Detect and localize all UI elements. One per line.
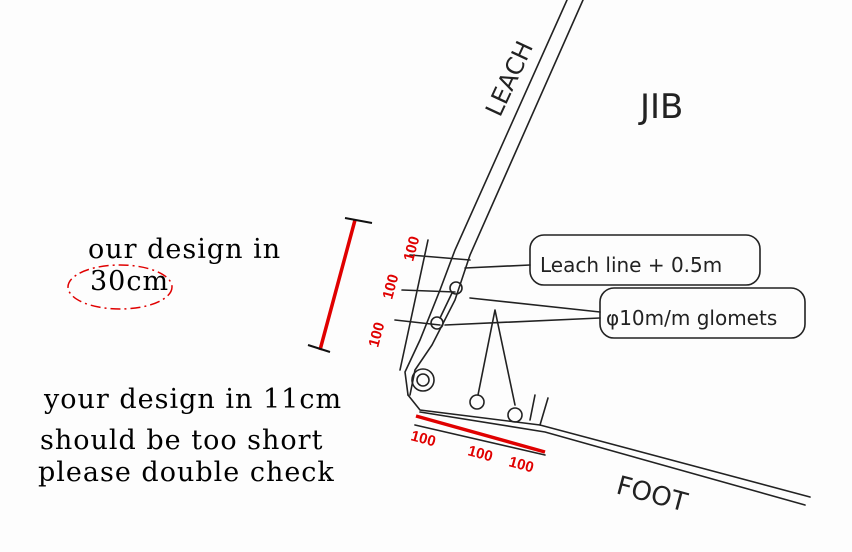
foot-dimension-line <box>414 424 546 456</box>
our-design-value: 30cm <box>90 266 170 297</box>
red-dimension-label: 100 <box>466 442 495 465</box>
jib-label: JIB <box>638 87 683 127</box>
grommets-callout <box>599 287 806 339</box>
red-dimension-label: 100 <box>507 453 536 476</box>
foot-label: FOOT <box>613 471 690 519</box>
leech-edge-inner <box>404 0 568 396</box>
red-dimension-label: 100 <box>409 427 438 450</box>
foot-edge <box>407 394 811 498</box>
leech-edge <box>409 0 584 396</box>
foot-edge-inner <box>419 411 806 506</box>
your-design-text: your design in 11cm <box>44 384 343 415</box>
red-dimension-label: 100 <box>365 320 388 349</box>
highlight-ellipse <box>67 264 173 310</box>
grommet <box>430 316 444 330</box>
grommet <box>411 368 435 392</box>
leach-label: LEACH <box>480 37 539 121</box>
grommets-label: φ10m/m glomets <box>606 306 777 330</box>
red-dimension-label: 100 <box>379 272 402 301</box>
our-design-red-bar <box>318 219 357 351</box>
arrows <box>444 264 601 406</box>
your-design-red-bar <box>415 414 546 454</box>
red-dimension-label: 100 <box>400 234 423 263</box>
leech-line-strap <box>439 292 453 319</box>
our-design-text: our design in <box>88 234 282 265</box>
our-design-bar-ticks <box>307 217 373 353</box>
grommet <box>449 281 463 295</box>
grommet <box>416 373 430 387</box>
double-check-text: please double check <box>38 457 335 488</box>
too-short-text: should be too short <box>40 425 324 456</box>
dimension-lines <box>394 239 471 371</box>
grommet <box>507 407 523 423</box>
tack-corner <box>529 394 549 426</box>
leach-line-callout <box>529 234 761 286</box>
leach-line-label: Leach line + 0.5m <box>540 253 722 277</box>
grommet <box>469 394 485 410</box>
